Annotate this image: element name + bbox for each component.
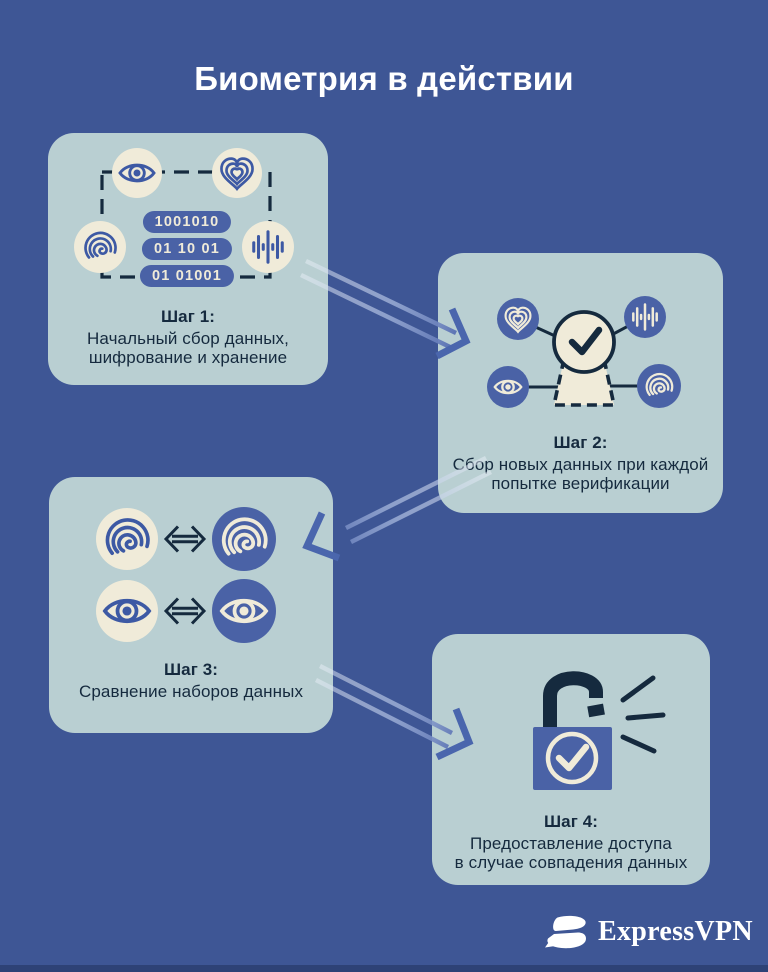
voice-wave-icon <box>632 303 658 331</box>
expressvpn-logo-icon <box>545 915 586 949</box>
padlock-shackle <box>543 671 603 729</box>
step-label: Шаг 3: <box>163 660 219 679</box>
step-1-graphic <box>74 148 294 279</box>
step-line: попытке верификации <box>491 474 670 493</box>
check-icon <box>568 326 603 356</box>
binary-pill: 01 10 01 <box>141 238 233 260</box>
step-1-text: Шаг 1: Начальный сбор данных, шифрование… <box>48 307 328 367</box>
step-1-card: 1001010 01 10 01 01 01001 Шаг 1: Начальн… <box>48 133 328 385</box>
step-4-text: Шаг 4: Предоставление доступа в случае с… <box>432 812 710 872</box>
step-label: Шаг 1: <box>160 307 216 326</box>
step-label: Шаг 4: <box>543 812 599 831</box>
step-line: шифрование и хранение <box>88 348 288 367</box>
compare-arrows-icon <box>164 597 206 625</box>
keyhole-head <box>552 310 616 374</box>
burst-lines-icon <box>620 675 666 754</box>
step-line: Сбор новых данных при каждой <box>452 455 709 474</box>
check-icon <box>555 743 590 772</box>
step-line: Начальный сбор данных, <box>87 329 289 348</box>
voice-wave-icon <box>252 230 284 264</box>
binary-pill: 1001010 <box>142 211 232 233</box>
step-line: в случае совпадения данных <box>454 853 688 872</box>
step-3-card: Шаг 3: Сравнение наборов данных <box>49 477 333 733</box>
step-4-graphic <box>533 671 666 790</box>
step-3-text: Шаг 3: Сравнение наборов данных <box>49 660 333 701</box>
step-2-card: Шаг 2: Сбор новых данных при каждой попы… <box>438 253 723 513</box>
check-ring <box>545 731 599 785</box>
binary-pill: 01 01001 <box>139 265 235 287</box>
step-line: Предоставление доступа <box>470 834 672 853</box>
step-4-card: Шаг 4: Предоставление доступа в случае с… <box>432 634 710 885</box>
step-2-graphic <box>487 296 681 408</box>
step-line: Сравнение наборов данных <box>78 682 304 701</box>
compare-arrows-icon <box>164 525 206 553</box>
step-label: Шаг 2: <box>553 433 608 452</box>
step-2-text: Шаг 2: Сбор новых данных при каждой попы… <box>438 433 723 493</box>
step-3-graphic <box>96 507 276 643</box>
expressvpn-logo-text: ExpressVPN <box>598 916 753 947</box>
padlock-shackle-tip <box>587 703 605 718</box>
page-title: Биометрия в действии <box>194 60 574 98</box>
expressvpn-logo: ExpressVPN <box>545 913 753 951</box>
bottom-bar <box>0 965 768 972</box>
binary-code-pills: 1001010 01 10 01 01 01001 <box>139 211 235 287</box>
